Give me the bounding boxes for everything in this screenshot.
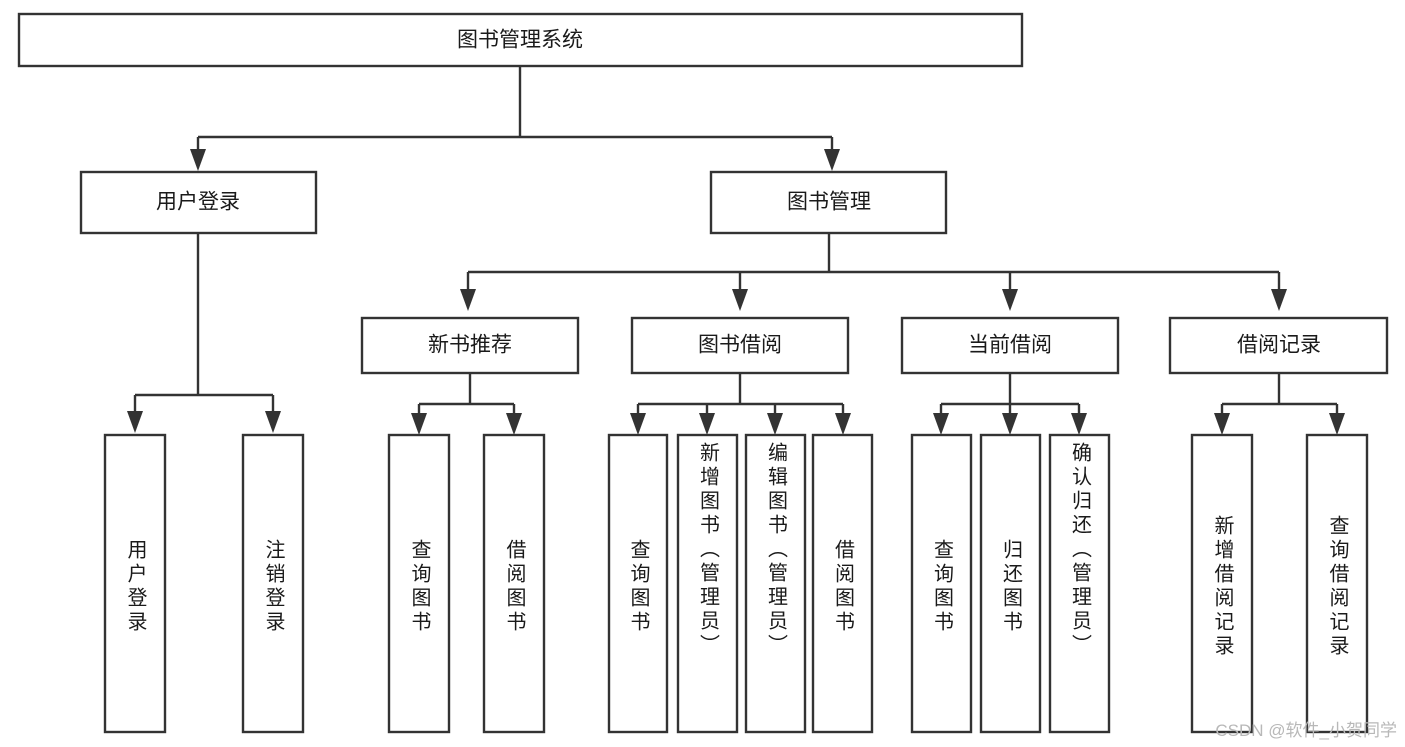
leaf-new-book-recommend-1[interactable]: 查询图书 xyxy=(387,433,451,734)
connector-user-login-to-leaves xyxy=(133,233,275,412)
node-borrow-record-label: 借阅记录 xyxy=(1237,334,1321,357)
leaf-current-borrow-1[interactable]: 查询图书 xyxy=(910,433,973,734)
leaf-borrow-record-1[interactable]: 新增借阅记录 xyxy=(1190,433,1254,734)
node-new-book-recommend-label: 新书推荐 xyxy=(428,334,512,357)
connector-new-book-recommend-to-leaves xyxy=(417,373,516,414)
arrows-to-user-login-leaves xyxy=(127,411,281,433)
arrows-to-current-borrow-leaves xyxy=(933,413,1087,435)
leaf-user-login-2[interactable]: 注销登录 xyxy=(241,433,305,734)
arrow-to-book-management xyxy=(824,149,840,171)
leaf-label: 新增借阅记录 xyxy=(1211,514,1233,659)
node-book-borrow-label: 图书借阅 xyxy=(698,334,782,357)
leaf-current-borrow-2[interactable]: 归还图书 xyxy=(979,433,1042,734)
leaf-label: 归还图书 xyxy=(999,538,1022,635)
leaf-book-borrow-2[interactable]: 新增图书（管理员） xyxy=(676,433,739,734)
leaf-label: 借阅图书 xyxy=(503,538,525,635)
leaf-book-borrow-1[interactable]: 查询图书 xyxy=(607,433,669,734)
leaf-label: 新增图书（管理员） xyxy=(696,442,719,658)
node-book-management-label: 图书管理 xyxy=(787,191,871,214)
arrows-to-borrow-record-leaves xyxy=(1214,413,1345,435)
node-borrow-record[interactable]: 借阅记录 xyxy=(1168,316,1389,375)
leaf-label: 借阅图书 xyxy=(831,538,854,635)
arrows-to-new-book-recommend-leaves xyxy=(411,413,522,435)
connector-root-to-level2 xyxy=(196,66,834,150)
leaf-label: 查询图书 xyxy=(627,538,649,635)
arrows-to-book-borrow-leaves xyxy=(630,413,851,435)
leaf-label: 确认归还（管理员） xyxy=(1068,442,1091,658)
leaf-label: 注销登录 xyxy=(262,538,284,635)
node-user-login[interactable]: 用户登录 xyxy=(79,170,318,235)
arrow-to-user-login xyxy=(190,149,206,171)
leaf-new-book-recommend-2[interactable]: 借阅图书 xyxy=(482,433,546,734)
leaf-current-borrow-3[interactable]: 确认归还（管理员） xyxy=(1048,433,1111,734)
node-book-borrow[interactable]: 图书借阅 xyxy=(630,316,850,375)
connector-borrow-record-to-leaves xyxy=(1220,373,1339,414)
connector-current-borrow-to-leaves xyxy=(939,373,1081,414)
node-root-label: 图书管理系统 xyxy=(457,29,583,52)
leaf-label: 查询图书 xyxy=(408,538,430,635)
leaf-label: 用户登录 xyxy=(124,538,146,635)
node-root[interactable]: 图书管理系统 xyxy=(17,12,1024,68)
leaf-label: 编辑图书（管理员） xyxy=(764,442,787,658)
connector-book-borrow-to-leaves xyxy=(636,373,845,414)
node-new-book-recommend[interactable]: 新书推荐 xyxy=(360,316,580,375)
leaf-label: 查询图书 xyxy=(930,538,953,635)
node-book-management[interactable]: 图书管理 xyxy=(709,170,948,235)
leaf-user-login-1[interactable]: 用户登录 xyxy=(103,433,167,734)
connector-book-management-to-level3 xyxy=(466,233,1281,290)
leaf-borrow-record-2[interactable]: 查询借阅记录 xyxy=(1305,433,1369,734)
node-current-borrow[interactable]: 当前借阅 xyxy=(900,316,1120,375)
leaf-label: 查询借阅记录 xyxy=(1326,514,1348,659)
leaf-book-borrow-4[interactable]: 借阅图书 xyxy=(811,433,874,734)
node-current-borrow-label: 当前借阅 xyxy=(968,334,1052,357)
node-user-login-label: 用户登录 xyxy=(156,191,240,214)
leaf-book-borrow-3[interactable]: 编辑图书（管理员） xyxy=(744,433,807,734)
arrows-to-level3 xyxy=(460,289,1287,311)
